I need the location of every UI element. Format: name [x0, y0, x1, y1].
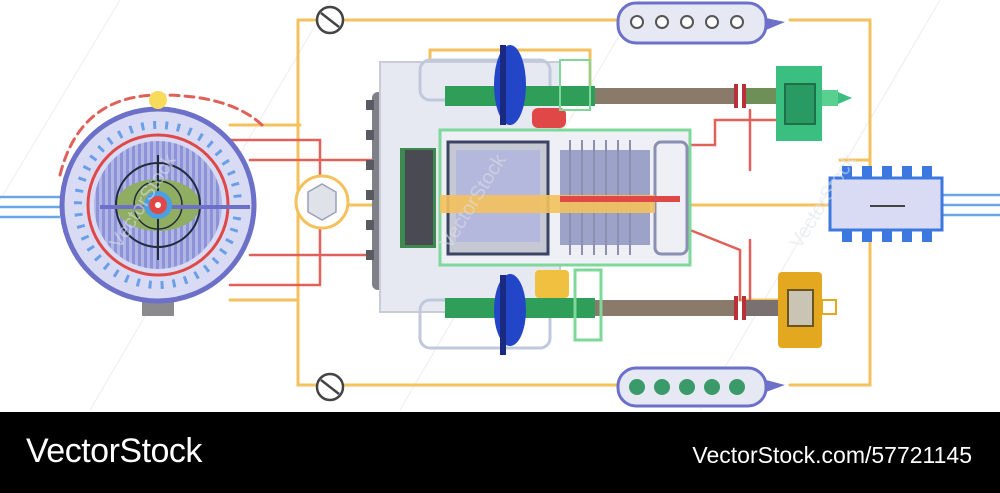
top-screw — [315, 5, 345, 35]
green-relay — [776, 66, 852, 141]
gold-terminal — [535, 270, 569, 298]
gauge-dial — [59, 91, 257, 316]
cylinder-block — [438, 128, 692, 267]
bottom-connector-strip — [616, 366, 785, 408]
microchip — [828, 166, 944, 242]
bottom-spool — [494, 274, 526, 346]
bottom-rod-assembly — [445, 268, 780, 355]
image-id-text: VectorStock.com/57721145 — [692, 442, 972, 468]
top-spool — [494, 45, 526, 125]
output-lines — [940, 193, 1000, 217]
footer-bar: VectorStock VectorStock.com/57721145 — [0, 412, 1000, 493]
top-connector-strip — [616, 1, 785, 45]
gold-relay — [778, 272, 837, 348]
gauge-indicator-lamp — [149, 91, 167, 109]
junction-connector — [294, 174, 350, 230]
top-rod-assembly — [445, 45, 780, 128]
engine-circuit-diagram: VectorStock VectorStock VectorStock — [0, 0, 1000, 411]
bottom-screw — [315, 372, 345, 402]
brand-logo-text[interactable]: VectorStock — [26, 432, 202, 470]
input-lines — [0, 195, 60, 219]
